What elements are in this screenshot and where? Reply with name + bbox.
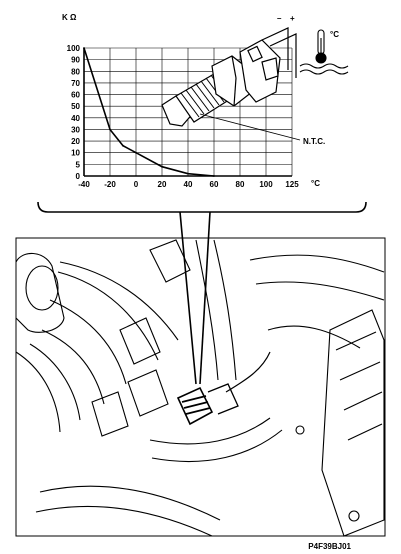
plug-lead-1 <box>59 261 179 341</box>
hose-right-1 <box>249 254 385 273</box>
ntc-curve-point <box>122 144 124 147</box>
hose-upper <box>195 239 219 381</box>
ntc-curve-point <box>187 172 189 175</box>
reference-code: P4F39BJ01 <box>308 542 351 551</box>
y-tick-label: 5 <box>76 160 81 169</box>
x-tick-label: 0 <box>134 180 139 189</box>
ntc-curve-series <box>83 47 215 177</box>
x-tick-label: -20 <box>104 180 116 189</box>
x-tick-label: 80 <box>236 180 245 189</box>
callout-bracket <box>37 201 367 385</box>
y-tick-label: 0 <box>76 172 81 181</box>
bracket-ribs <box>335 331 383 441</box>
ntc-leader-line <box>199 113 301 141</box>
hose-right-2 <box>255 281 385 301</box>
sensor-lead-plus <box>269 33 297 78</box>
engine-bay-illustration <box>15 237 386 537</box>
y-axis-unit-label: K Ω <box>62 13 77 22</box>
ntc-sensor-installed <box>176 386 214 426</box>
right-bracket <box>321 309 385 537</box>
plug-lead-6 <box>15 351 61 433</box>
x-tick-label: -40 <box>78 180 90 189</box>
x-axis-tick-labels: -40 -20 0 20 40 60 80 100 125 <box>78 180 299 189</box>
x-tick-label: 60 <box>210 180 219 189</box>
plug-lead-4 <box>41 329 105 405</box>
x-axis-unit-label: °C <box>311 179 320 188</box>
y-tick-label: 20 <box>71 137 80 146</box>
x-tick-label: 100 <box>259 180 273 189</box>
sensor-wire <box>225 351 271 393</box>
y-tick-label: 90 <box>71 56 80 65</box>
plug-cap-1 <box>119 317 161 365</box>
chart-axes <box>83 48 292 177</box>
hose-right-3 <box>267 325 361 349</box>
plug-lead-2 <box>57 271 159 361</box>
x-tick-label: 20 <box>158 180 167 189</box>
hose-upper-edge <box>213 239 237 381</box>
ntc-label: N.T.C. <box>303 137 325 146</box>
x-tick-label: 40 <box>184 180 193 189</box>
terminal-minus-label: – <box>277 14 282 23</box>
y-tick-label: 80 <box>71 67 80 76</box>
plug-cap-3 <box>91 391 129 437</box>
terminal-plus-label: + <box>290 14 295 23</box>
ntc-curve-point <box>161 165 163 168</box>
bracket-bolt <box>348 510 360 522</box>
coolant-hose-lower-b <box>151 429 283 463</box>
y-tick-label: 30 <box>71 125 80 134</box>
plug-cap-2 <box>127 369 169 417</box>
y-tick-label: 40 <box>71 114 80 123</box>
y-tick-label: 50 <box>71 102 80 111</box>
harness-lower-b <box>35 505 213 537</box>
plug-lead-3 <box>49 299 127 385</box>
stud-bolt <box>295 425 305 435</box>
sensor-lead-minus <box>261 27 289 70</box>
sensor-installed-threads <box>181 395 211 415</box>
ntc-sensor-illustration <box>161 27 301 141</box>
y-tick-label: 100 <box>67 44 81 53</box>
plug-cap-4 <box>149 239 191 283</box>
harness-lower-a <box>39 485 221 521</box>
sensor-connector-latch <box>247 45 263 63</box>
y-tick-label: 70 <box>71 79 80 88</box>
ntc-curve-point <box>135 151 137 154</box>
ntc-curve-point <box>213 175 215 177</box>
ntc-curve-point <box>83 47 85 49</box>
y-tick-label: 60 <box>71 91 80 100</box>
distributor-cap <box>15 252 65 333</box>
sensor-connector-socket <box>261 57 279 81</box>
thermometer-icon <box>299 29 349 75</box>
x-tick-label: 125 <box>285 180 299 189</box>
thermometer-unit-label: °C <box>330 30 339 39</box>
distributor-body <box>25 265 59 311</box>
sensor-tip <box>161 95 195 127</box>
plug-lead-5 <box>29 343 81 421</box>
engine-photo-frame <box>15 237 386 537</box>
y-tick-label: 10 <box>71 149 80 158</box>
ntc-curve-point <box>109 128 111 131</box>
coolant-hose-lower-a <box>149 417 271 445</box>
sensor-installed-connector <box>207 383 239 415</box>
